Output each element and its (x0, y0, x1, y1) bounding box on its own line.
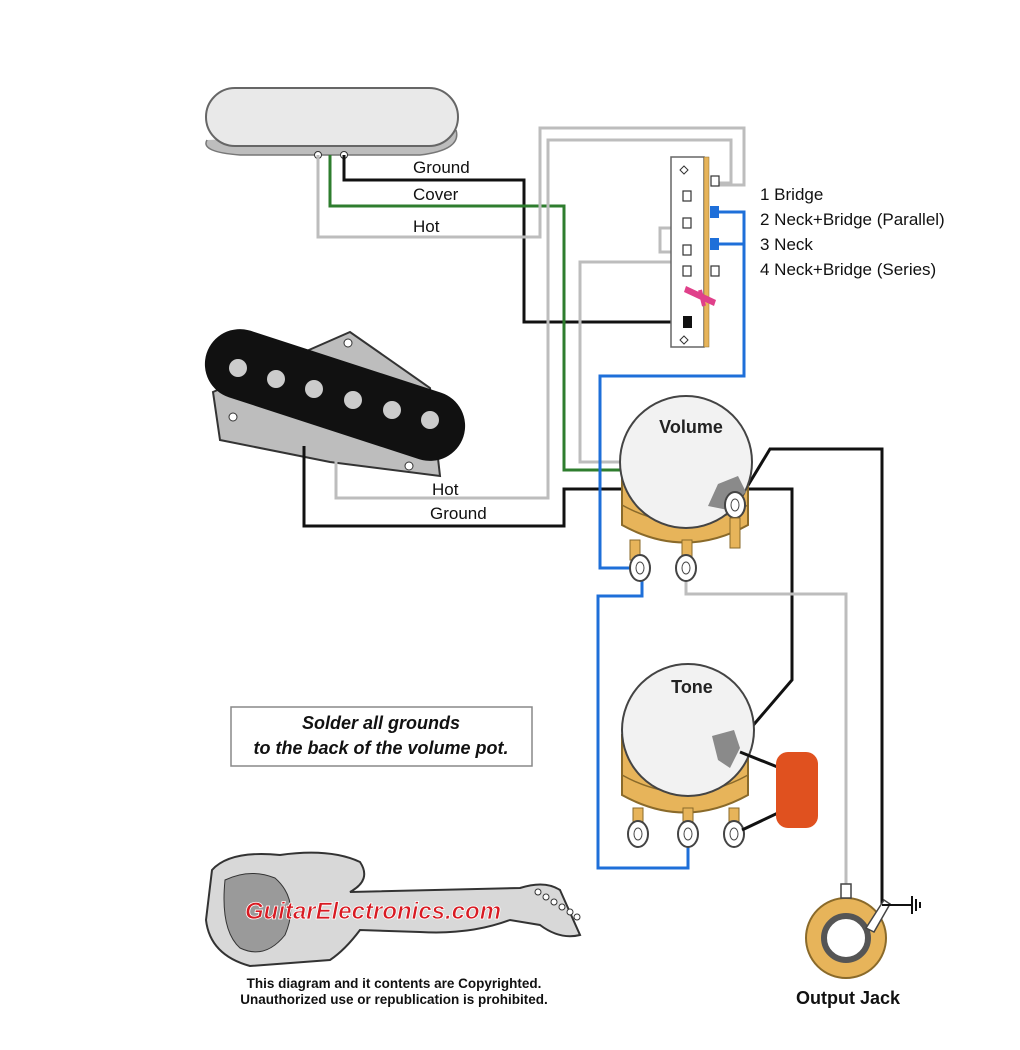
output-jack: Output Jack (796, 883, 921, 1008)
bridge-pickup (204, 329, 466, 478)
logo-brand-text: GuitarElectronics.com (245, 898, 501, 925)
wire-bridge-hot (334, 138, 733, 500)
grounding-note: Solder all grounds to the back of the vo… (230, 706, 533, 767)
bridge-ground-label: Ground (430, 504, 487, 523)
neck-hot-label: Hot (413, 217, 440, 236)
tone-label: Tone (671, 677, 713, 697)
volume-lugs (629, 491, 746, 582)
switch-position-list: 1 Bridge 2 Neck+Bridge (Parallel) 3 Neck… (760, 185, 945, 279)
wire-volume-to-tone-blue (596, 578, 690, 870)
copyright-line-2: Unauthorized use or republication is pro… (240, 992, 548, 1007)
note-line-2: to the back of the volume pot. (253, 738, 508, 758)
switch-position-2: 2 Neck+Bridge (Parallel) (760, 210, 945, 229)
wire-jack-ground (742, 447, 884, 905)
selector-switch (670, 156, 720, 348)
wire-bridge-ground (302, 446, 794, 744)
bridge-hot-label: Hot (432, 480, 459, 499)
neck-ground-label: Ground (413, 158, 470, 177)
wire-neck-hot (316, 126, 746, 239)
note-line-1: Solder all grounds (302, 713, 460, 733)
wire-switch-to-volume-blue (598, 244, 746, 570)
guitarelectronics-logo: GuitarElectronics.com (204, 851, 582, 968)
output-jack-label: Output Jack (796, 988, 901, 1008)
tone-lugs (627, 807, 745, 848)
switch-position-1: 1 Bridge (760, 185, 823, 204)
neck-pickup (205, 87, 459, 159)
switch-position-3: 3 Neck (760, 235, 813, 254)
volume-pot: Volume (619, 395, 753, 582)
switch-position-4: 4 Neck+Bridge (Series) (760, 260, 936, 279)
tone-capacitor (739, 750, 818, 832)
wire-volume-to-jack-gray (684, 578, 848, 890)
ground-symbol-icon (882, 896, 921, 914)
neck-cover-label: Cover (413, 185, 459, 204)
volume-label: Volume (659, 417, 723, 437)
tone-pot: Tone (621, 663, 755, 848)
wire-switch-blue-jumper (710, 210, 746, 246)
copyright-line-1: This diagram and it contents are Copyrig… (247, 976, 542, 991)
